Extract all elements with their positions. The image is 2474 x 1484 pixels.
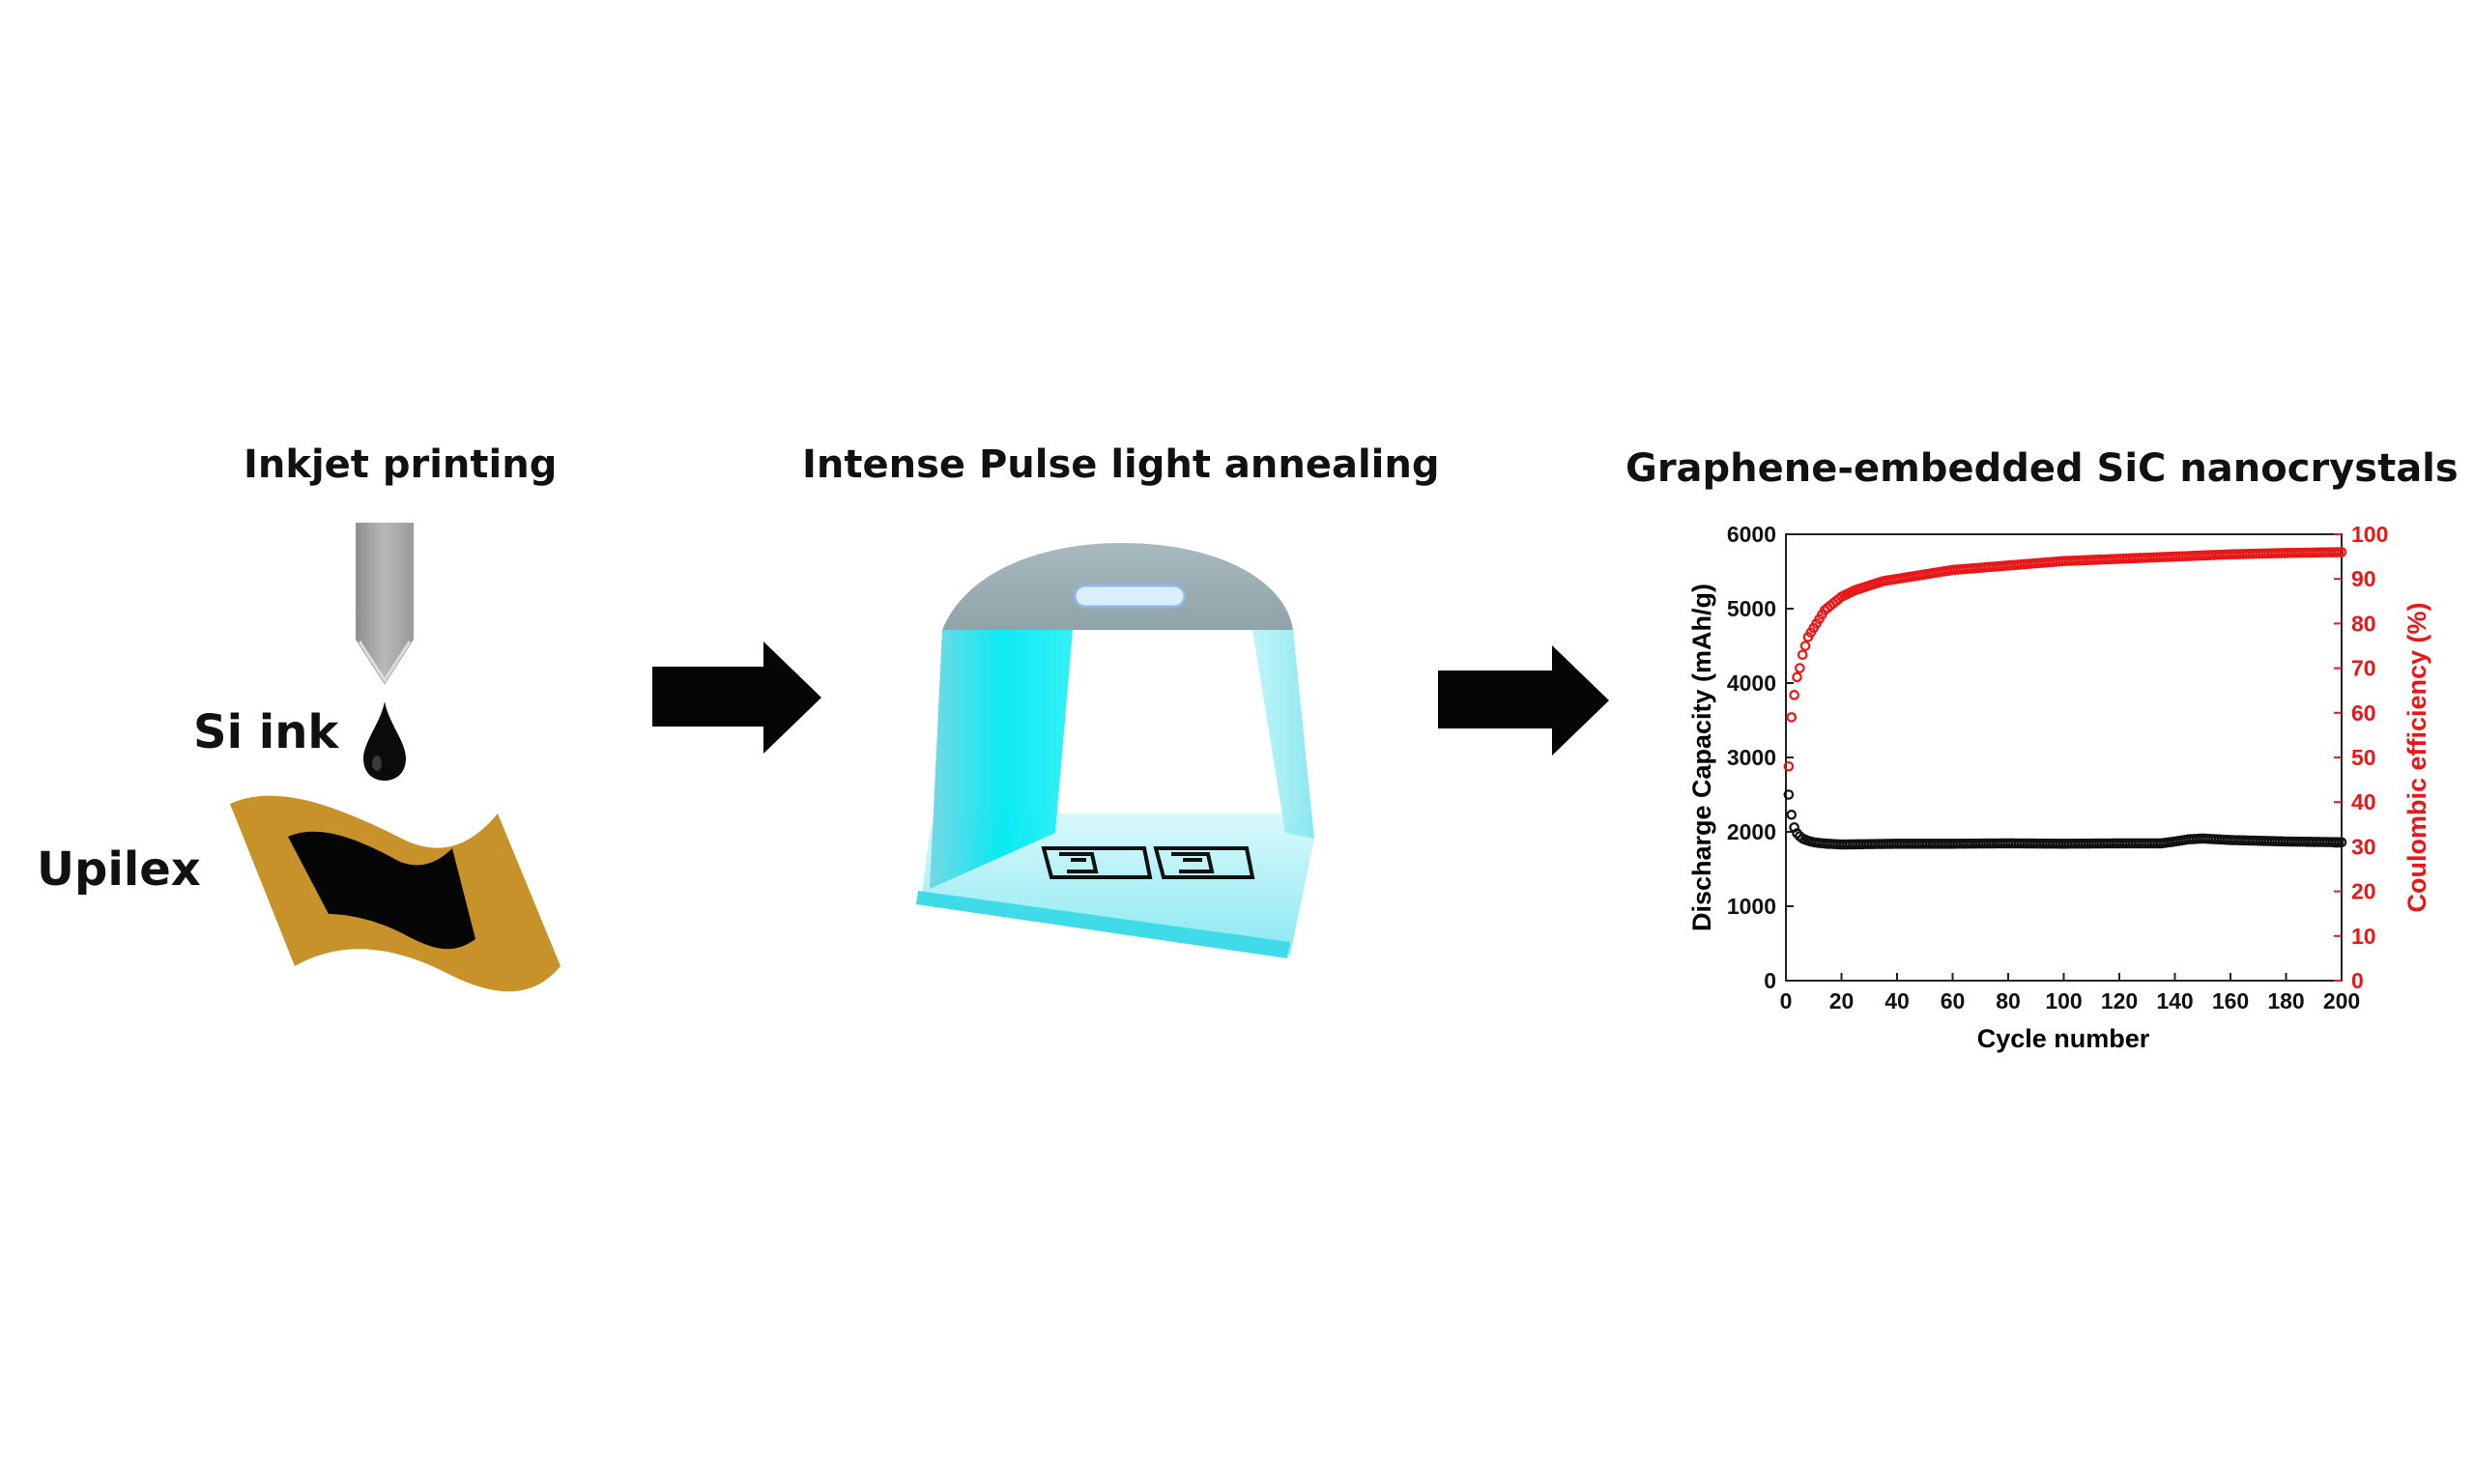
inkjet-nozzle-icon <box>356 523 414 685</box>
efficiency-point <box>1792 671 1802 683</box>
efficiency-point <box>1786 712 1798 723</box>
x-tick-label: 0 <box>1780 988 1793 1013</box>
y2-tick-label: 10 <box>2351 924 2376 949</box>
step1-title: Inkjet printing <box>244 442 558 487</box>
y-axis-label: Discharge Capacity (mAh/g) <box>1687 584 1716 931</box>
x-tick-label: 40 <box>1884 988 1910 1013</box>
x-tick-label: 20 <box>1829 988 1855 1013</box>
efficiency-point <box>1789 690 1799 700</box>
y2-tick-label: 0 <box>2351 968 2364 993</box>
x-tick-label: 180 <box>2267 988 2304 1013</box>
si-ink-label: Si ink <box>193 705 339 759</box>
y2-tick-label: 40 <box>2351 789 2376 814</box>
y2-tick-label: 20 <box>2351 879 2376 904</box>
upilex-substrate-icon <box>230 795 561 992</box>
printed-pattern-icon <box>1041 846 1255 879</box>
y-tick-label: 2000 <box>1727 819 1776 844</box>
right-arrow-icon <box>652 642 821 754</box>
capacity-point <box>2336 837 2347 848</box>
y2-tick-label: 90 <box>2351 566 2376 591</box>
plot-frame <box>1785 533 2343 982</box>
y2-tick-label: 60 <box>2351 700 2376 726</box>
x-tick-label: 60 <box>1941 988 1966 1013</box>
x-tick-label: 120 <box>2101 988 2138 1013</box>
x-tick-label: 160 <box>2212 988 2249 1013</box>
capacity-point <box>1783 789 1795 800</box>
y2-axis-label: Coulombic efficiency (%) <box>2402 602 2431 912</box>
y2-tick-label: 50 <box>2351 745 2376 770</box>
y2-tick-label: 70 <box>2351 656 2376 681</box>
y-tick-label: 1000 <box>1727 894 1776 919</box>
capacity-point <box>1786 809 1798 820</box>
efficiency-point <box>1799 641 1811 651</box>
y-tick-label: 6000 <box>1727 522 1776 547</box>
step3-title: Graphene-embedded SiC nanocrystals <box>1625 446 2459 491</box>
x-tick-label: 100 <box>2045 988 2082 1013</box>
x-axis-label: Cycle number <box>1977 1024 2150 1053</box>
substrate-label: Upilex <box>37 842 201 897</box>
step2-title: Intense Pulse light annealing <box>802 442 1440 487</box>
y-tick-label: 5000 <box>1727 596 1776 621</box>
efficiency-point <box>1797 649 1808 661</box>
y2-tick-label: 80 <box>2351 611 2376 636</box>
y-tick-label: 3000 <box>1727 745 1776 770</box>
x-tick-label: 80 <box>1996 988 2021 1013</box>
y-tick-label: 0 <box>1764 968 1776 993</box>
y-tick-label: 4000 <box>1727 671 1776 696</box>
efficiency-point <box>1795 663 1805 673</box>
x-tick-label: 200 <box>2323 988 2360 1013</box>
y2-tick-label: 100 <box>2351 522 2388 547</box>
efficiency-point <box>2336 547 2347 557</box>
y2-tick-label: 30 <box>2351 834 2376 859</box>
right-arrow-icon <box>1438 645 1609 756</box>
ink-droplet-icon <box>363 701 406 781</box>
ipl-chamber-icon <box>916 543 1314 958</box>
x-tick-label: 140 <box>2156 988 2193 1013</box>
efficiency-point <box>1783 760 1795 772</box>
